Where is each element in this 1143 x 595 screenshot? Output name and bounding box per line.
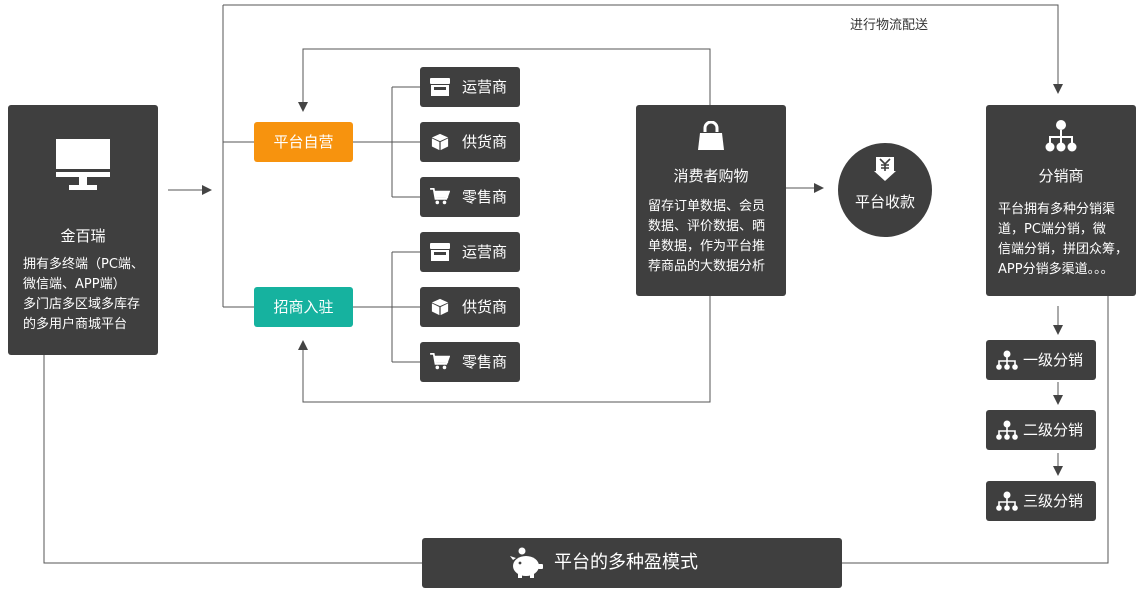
line-distributor-to-profit bbox=[842, 296, 1109, 564]
profit-model-bar[interactable]: 平台的多种盈模式 bbox=[422, 538, 842, 588]
merchants-tag[interactable]: 招商入驻 bbox=[254, 287, 353, 327]
distributor-box[interactable]: 分销商 平台拥有多种分销渠 道，PC端分销，微 信端分销，拼团众筹， APP分销… bbox=[986, 105, 1136, 296]
store-icon bbox=[430, 78, 450, 96]
box-icon bbox=[431, 298, 449, 316]
level-3-label: 三级分销 bbox=[1023, 492, 1084, 510]
monitor-icon bbox=[56, 139, 110, 190]
cart-icon bbox=[430, 353, 450, 370]
bag-icon bbox=[698, 121, 724, 150]
consumer-desc-4: 荐商品的大数据分析 bbox=[648, 259, 766, 274]
store-icon bbox=[430, 243, 450, 261]
logistics-label: 进行物流配送 bbox=[850, 18, 929, 33]
self-operated-tag[interactable]: 平台自营 bbox=[254, 122, 353, 162]
group1-operator[interactable]: 运营商 bbox=[420, 67, 520, 107]
piggy-bank-icon bbox=[510, 547, 543, 578]
payment-circle[interactable]: 平台收款 bbox=[838, 143, 932, 237]
group1-retailer[interactable]: 零售商 bbox=[420, 177, 520, 217]
main-platform-desc-2: 微信端、APP端） bbox=[23, 277, 126, 292]
level-1-label: 一级分销 bbox=[1023, 351, 1084, 369]
cart-icon bbox=[430, 188, 450, 205]
consumer-desc-2: 数据、评价数据、晒 bbox=[648, 219, 766, 234]
line-main-to-profit bbox=[43, 355, 422, 564]
group1-retailer-label: 零售商 bbox=[462, 188, 508, 206]
consumer-title: 消费者购物 bbox=[673, 167, 749, 185]
group1-operator-label: 运营商 bbox=[462, 78, 508, 96]
level-2-label: 二级分销 bbox=[1023, 421, 1084, 439]
consumer-box[interactable]: 消费者购物 留存订单数据、会员 数据、评价数据、晒 单数据，作为平台推 荐商品的… bbox=[636, 105, 786, 296]
distributor-desc-2: 道，PC端分销，微 bbox=[998, 222, 1106, 237]
payment-label: 平台收款 bbox=[854, 193, 915, 211]
level-2-box[interactable]: 二级分销 bbox=[986, 410, 1096, 450]
profit-model-label: 平台的多种盈模式 bbox=[554, 552, 698, 573]
distributor-title: 分销商 bbox=[1038, 167, 1084, 185]
arrow-feedback-bottom bbox=[298, 296, 711, 403]
yuan-icon bbox=[874, 157, 896, 181]
consumer-desc-3: 单数据，作为平台推 bbox=[648, 239, 766, 254]
hierarchy-icon bbox=[996, 491, 1018, 511]
main-platform-title: 金百瑞 bbox=[60, 227, 106, 245]
level-1-box[interactable]: 一级分销 bbox=[986, 340, 1096, 380]
level-3-box[interactable]: 三级分销 bbox=[986, 481, 1096, 521]
distributor-desc-1: 平台拥有多种分销渠 bbox=[998, 202, 1116, 217]
group2-operator-label: 运营商 bbox=[462, 243, 508, 261]
group2-supplier-label: 供货商 bbox=[462, 298, 508, 316]
arrow-logistics bbox=[223, 4, 1063, 94]
hierarchy-icon bbox=[996, 420, 1018, 440]
consumer-desc-1: 留存订单数据、会员 bbox=[648, 199, 766, 214]
main-platform-desc-4: 的多用户商城平台 bbox=[23, 317, 128, 332]
main-platform-box[interactable]: 金百瑞 拥有多终端（PC端、 微信端、APP端） 多门店多区域多库存 的多用户商… bbox=[8, 105, 158, 355]
main-platform-desc-3: 多门店多区域多库存 bbox=[23, 297, 141, 312]
group2-retailer-label: 零售商 bbox=[462, 353, 508, 371]
group1-supplier[interactable]: 供货商 bbox=[420, 122, 520, 162]
group2-supplier[interactable]: 供货商 bbox=[420, 287, 520, 327]
distributor-desc-4: APP分销多渠道。。。 bbox=[998, 262, 1114, 277]
main-platform-desc-1: 拥有多终端（PC端、 bbox=[23, 257, 144, 272]
hierarchy-icon bbox=[1045, 120, 1077, 152]
arrow-feedback-top bbox=[298, 48, 711, 112]
hierarchy-icon bbox=[996, 350, 1018, 370]
group1-supplier-label: 供货商 bbox=[462, 133, 508, 151]
group2-retailer[interactable]: 零售商 bbox=[420, 342, 520, 382]
distributor-desc-3: 信端分销，拼团众筹， bbox=[998, 242, 1129, 257]
box-icon bbox=[431, 133, 449, 151]
group2-operator[interactable]: 运营商 bbox=[420, 232, 520, 272]
